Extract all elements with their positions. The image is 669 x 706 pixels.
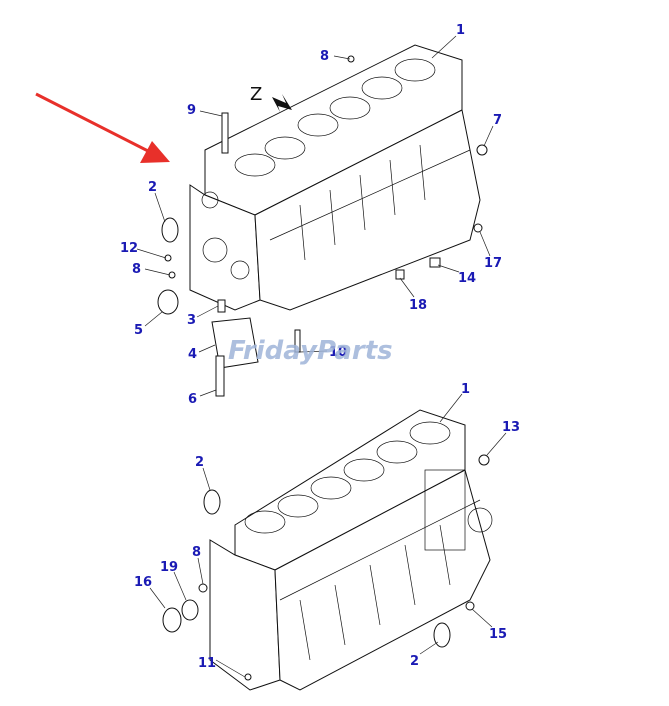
oring-19 xyxy=(181,599,199,621)
callout-8-top: 8 xyxy=(320,49,329,64)
plug-2-lower xyxy=(433,622,451,648)
callout-12: 12 xyxy=(120,241,138,256)
callout-2-upper: 2 xyxy=(195,455,204,470)
callout-labels-top: 1 8 9 7 2 12 8 5 3 4 6 10 18 14 17 xyxy=(120,23,502,407)
callout-3: 3 xyxy=(187,313,196,328)
red-arrow-icon xyxy=(35,92,170,163)
cap-3 xyxy=(217,299,226,313)
bolt-6 xyxy=(215,355,225,397)
top-cylinder-block xyxy=(189,44,481,311)
plug-8-bottom xyxy=(198,583,208,593)
callout-8-left: 8 xyxy=(132,262,141,277)
plug-15 xyxy=(465,601,475,611)
callout-9: 9 xyxy=(187,103,196,118)
callout-2-top: 2 xyxy=(148,180,157,195)
callout-8-bottom: 8 xyxy=(192,545,201,560)
seal-16 xyxy=(162,607,182,633)
plug-11 xyxy=(244,673,252,681)
callout-labels-bottom: 1 13 2 8 19 16 11 2 15 xyxy=(134,382,520,671)
bolt-10 xyxy=(294,329,301,353)
top-cylinder-bores xyxy=(234,58,436,177)
callout-14: 14 xyxy=(458,271,476,286)
z-arrow-icon xyxy=(272,94,292,112)
bottom-cylinder-bores xyxy=(244,421,451,534)
bottom-cylinder-block xyxy=(209,409,493,691)
bottom-block-ribs xyxy=(279,499,481,661)
callout-11: 11 xyxy=(198,656,216,671)
bottom-small-parts xyxy=(162,454,490,681)
callout-2-lower: 2 xyxy=(410,654,419,669)
plug-17 xyxy=(473,223,483,233)
seal-5 xyxy=(157,289,179,315)
callout-7: 7 xyxy=(493,113,502,128)
top-small-parts xyxy=(157,55,488,397)
callout-19: 19 xyxy=(160,560,178,575)
plug-18 xyxy=(395,269,405,280)
z-label: Z xyxy=(250,84,262,105)
callout-18: 18 xyxy=(409,298,427,313)
callout-1-top: 1 xyxy=(456,23,465,38)
top-block-ribs xyxy=(269,144,471,261)
plug-8-top xyxy=(347,55,355,63)
callout-5: 5 xyxy=(134,323,143,338)
callout-6: 6 xyxy=(188,392,197,407)
callout-10: 10 xyxy=(329,345,347,360)
callout-4: 4 xyxy=(188,347,197,362)
callout-16: 16 xyxy=(134,575,152,590)
plug-13 xyxy=(478,454,490,466)
bolt-9 xyxy=(221,112,229,154)
plug-2-top xyxy=(161,217,179,243)
watermark-logo: FridayParts xyxy=(228,336,393,366)
callout-13: 13 xyxy=(502,420,520,435)
plug-2-upper xyxy=(203,489,221,515)
leader-lines xyxy=(136,35,507,678)
plug-7 xyxy=(476,144,488,156)
plug-14 xyxy=(429,257,441,268)
callout-15: 15 xyxy=(489,627,507,642)
callout-1-bottom: 1 xyxy=(461,382,470,397)
callout-17: 17 xyxy=(484,256,502,271)
